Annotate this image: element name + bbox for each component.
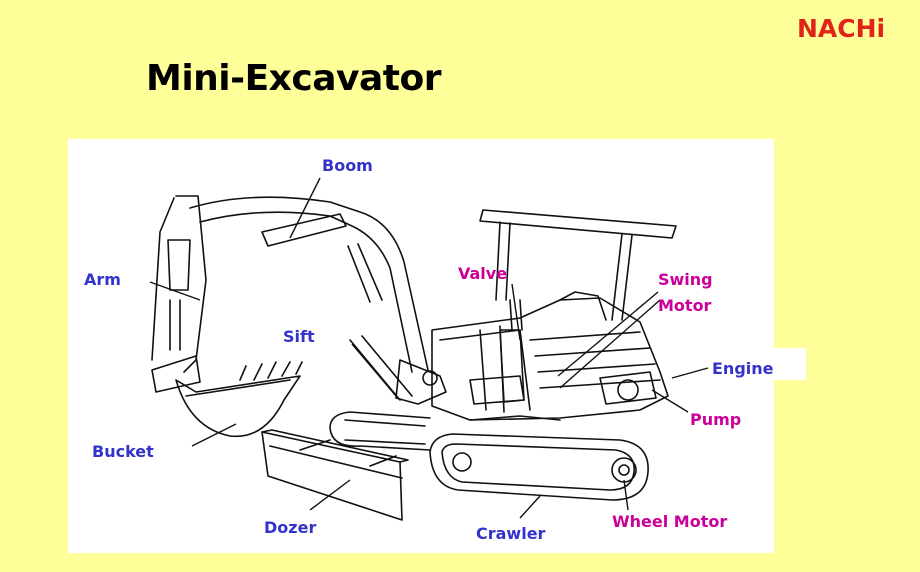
label-arm: Arm	[84, 270, 121, 289]
diagram-panel	[68, 139, 774, 553]
label-sift: Sift	[283, 327, 315, 346]
pump-leader	[651, 389, 689, 413]
crawler	[329, 411, 649, 501]
label-engine: Engine	[712, 359, 774, 378]
label-swing-motor-line1: Swing	[658, 270, 713, 289]
label-wheel-motor: Wheel Motor	[612, 512, 728, 531]
upper-body	[431, 291, 669, 421]
sift-leader	[351, 343, 397, 397]
dozer-leader	[309, 479, 351, 511]
label-pump: Pump	[690, 410, 742, 429]
valve-leader	[511, 283, 521, 341]
arm-leader	[149, 281, 201, 301]
dozer-blade	[261, 429, 409, 521]
page-title: Mini-Excavator	[146, 58, 441, 99]
arm	[151, 195, 207, 393]
label-bucket: Bucket	[92, 442, 154, 461]
boom-leader	[289, 177, 321, 239]
swing-motor-leader-1	[557, 291, 659, 377]
wheel-motor-leader	[623, 479, 629, 511]
bucket-leader	[191, 423, 237, 447]
valve-block	[469, 299, 561, 421]
nachi-logo: NACHi	[797, 14, 886, 43]
label-valve: Valve	[458, 264, 508, 283]
label-swing-motor-line2: Motor	[658, 296, 712, 315]
diagram-panel-extension	[774, 348, 806, 380]
bucket	[175, 361, 303, 438]
label-boom: Boom	[322, 156, 373, 175]
swing-motor-leader-2	[559, 299, 661, 389]
label-crawler: Crawler	[476, 524, 546, 543]
crawler-leader	[519, 495, 541, 519]
canopy	[479, 209, 677, 321]
label-dozer: Dozer	[264, 518, 317, 537]
engine-leader	[671, 367, 709, 379]
boom	[189, 196, 429, 373]
